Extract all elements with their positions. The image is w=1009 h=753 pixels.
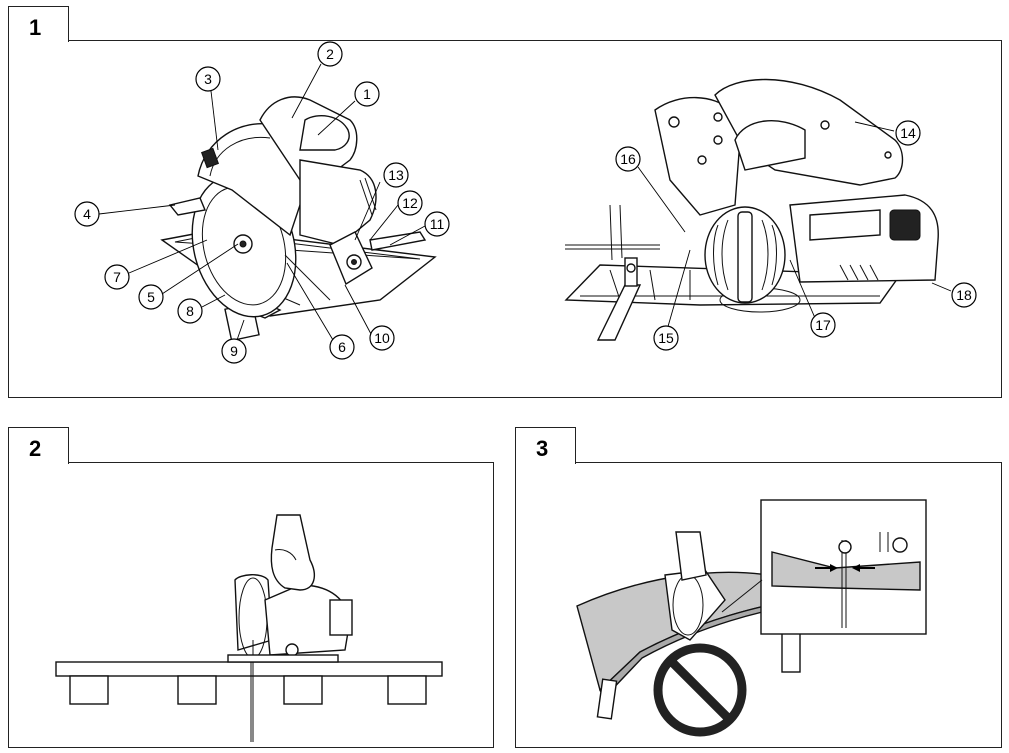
svg-text:7: 7 xyxy=(113,269,121,285)
callout-8: 8 xyxy=(177,298,203,324)
callout-10: 10 xyxy=(369,325,395,351)
callout-3: 3 xyxy=(195,66,221,92)
callout-13: 13 xyxy=(383,162,409,188)
circular-saw-rear-illustration xyxy=(564,78,939,341)
callout-16: 16 xyxy=(615,146,641,172)
callout-18: 18 xyxy=(951,282,977,308)
callout-14: 14 xyxy=(895,120,921,146)
figure-1-tab: 1 xyxy=(8,6,69,42)
svg-text:2: 2 xyxy=(326,46,334,62)
callout-2: 2 xyxy=(317,41,343,67)
callout-11: 11 xyxy=(424,211,450,237)
svg-text:12: 12 xyxy=(402,195,418,211)
svg-text:9: 9 xyxy=(230,343,238,359)
callout-5: 5 xyxy=(138,284,164,310)
svg-text:8: 8 xyxy=(186,303,194,319)
figure-1-label: 1 xyxy=(29,15,42,40)
callout-6: 6 xyxy=(329,334,355,360)
svg-text:13: 13 xyxy=(388,167,404,183)
callout-12: 12 xyxy=(397,190,423,216)
svg-text:16: 16 xyxy=(620,151,636,167)
figure-3-illustration xyxy=(576,499,927,737)
svg-text:14: 14 xyxy=(900,125,916,141)
svg-text:3: 3 xyxy=(204,71,212,87)
svg-text:11: 11 xyxy=(430,216,445,232)
svg-text:10: 10 xyxy=(374,330,390,346)
callout-17: 17 xyxy=(810,312,836,338)
figure-3-label: 3 xyxy=(536,436,549,461)
callout-9: 9 xyxy=(221,338,247,364)
callout-7: 7 xyxy=(104,264,130,290)
leader-lines xyxy=(98,63,952,341)
figure-2-tab: 2 xyxy=(8,427,69,464)
svg-text:1: 1 xyxy=(363,86,371,102)
svg-text:18: 18 xyxy=(956,287,972,303)
circular-saw-front-illustration xyxy=(160,96,437,342)
svg-text:6: 6 xyxy=(338,339,346,355)
figure-2-label: 2 xyxy=(29,436,42,461)
figure-2-illustration xyxy=(55,514,443,742)
callout-1: 1 xyxy=(354,81,380,107)
callout-4: 4 xyxy=(74,201,100,227)
svg-text:5: 5 xyxy=(147,289,155,305)
figure-3-tab: 3 xyxy=(515,427,576,464)
svg-text:4: 4 xyxy=(83,206,91,222)
svg-text:15: 15 xyxy=(658,330,674,346)
svg-text:17: 17 xyxy=(815,317,831,333)
callout-15: 15 xyxy=(653,325,679,351)
